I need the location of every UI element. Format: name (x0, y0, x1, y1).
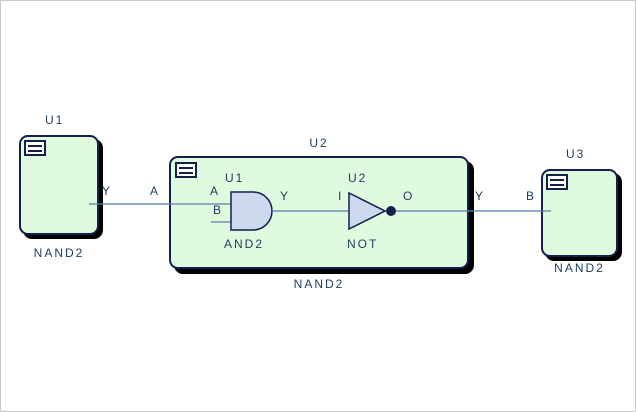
u3-pin-b-label: B (526, 189, 535, 203)
u1-type-label: NAND2 (33, 246, 85, 260)
u3-type-label: NAND2 (554, 261, 605, 275)
not-pin-o-label: O (403, 189, 413, 203)
and2-ref-label: U1 (225, 171, 245, 185)
u2-pin-a-label: A (150, 184, 159, 198)
sheet-icon (175, 162, 197, 178)
u2-type-label: NAND2 (293, 277, 345, 291)
and2-pin-y-label: Y (280, 189, 289, 203)
not-type-label: NOT (347, 237, 379, 251)
not-pin-i-label: I (338, 189, 342, 203)
sheet-icon (24, 140, 46, 156)
sheet-icon (546, 174, 568, 190)
block-u2[interactable] (169, 156, 469, 269)
u1-pin-y-label: Y (102, 184, 111, 198)
and2-pin-b-label: B (213, 203, 222, 217)
u3-ref-label: U3 (566, 147, 586, 161)
not-ref-label: U2 (348, 171, 368, 185)
u2-ref-label: U2 (309, 136, 329, 150)
u2-pin-y-label: Y (475, 189, 484, 203)
and2-pin-a-label: A (210, 184, 219, 198)
u1-ref-label: U1 (45, 113, 65, 127)
and2-type-label: AND2 (224, 237, 265, 251)
